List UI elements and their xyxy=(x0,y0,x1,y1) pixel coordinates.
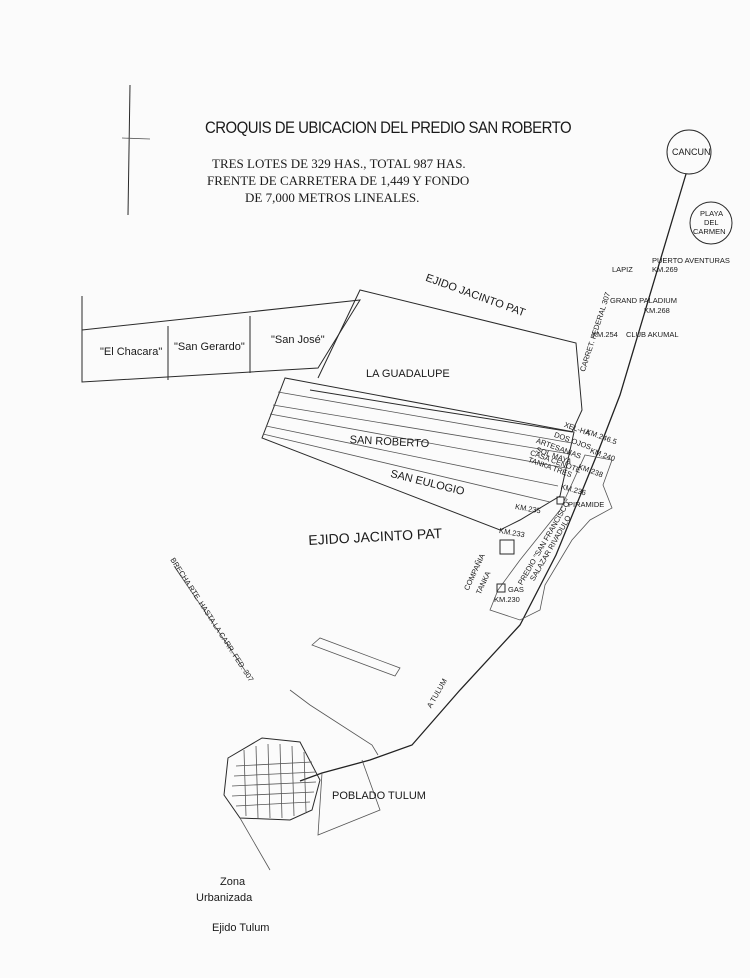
piramide-label: PIRAMIDE xyxy=(568,500,605,509)
side-road xyxy=(173,565,247,673)
federal-highway-307 xyxy=(299,173,687,782)
cancun-circle xyxy=(666,129,712,175)
la-guadalupe-outline xyxy=(309,289,583,433)
north-arrow-line xyxy=(127,84,131,216)
piramide-marker xyxy=(556,496,565,505)
map-title: CROQUIS DE UBICACION DEL PREDIO SAN ROBE… xyxy=(205,118,572,137)
gas-label: GAS xyxy=(508,585,524,594)
ejido-tulum-label: Ejido Tulum xyxy=(212,922,270,934)
description-line-2: FRENTE DE CARRETERA DE 1,449 Y FONDO xyxy=(207,173,470,188)
gas-marker xyxy=(496,583,506,593)
zona-label: Zona xyxy=(220,876,246,888)
southern-boundary xyxy=(289,689,379,756)
band-line-5 xyxy=(262,433,551,503)
el-chacara-label: "El Chacara" xyxy=(100,346,163,358)
playa-circle xyxy=(689,201,733,245)
san-jose-label: "San José" xyxy=(271,334,325,346)
coastal-strip xyxy=(489,454,613,621)
compania-tanka-marker xyxy=(499,539,515,555)
tulum-town-grid xyxy=(231,743,317,819)
band-line-2 xyxy=(272,404,571,455)
km254-label: KM.254 xyxy=(592,330,618,339)
description-line-3: DE 7,000 METROS LINEALES. xyxy=(245,190,420,205)
grand-paladium-label: GRAND PALADIUM xyxy=(610,296,677,305)
playa-label-1: PLAYA xyxy=(700,209,724,218)
road-south xyxy=(239,817,271,871)
bands-outline xyxy=(261,377,575,531)
club-akumal-label: CLUB AKUMAL xyxy=(626,330,679,339)
southern-strip xyxy=(311,637,401,677)
north-arrow-tick xyxy=(121,137,151,140)
tulum-town-outline xyxy=(223,737,321,821)
urbanizada-label: Urbanizada xyxy=(196,892,253,904)
san-gerardo-label: "San Gerardo" xyxy=(174,341,245,353)
cancun-label: CANCUN xyxy=(672,147,711,157)
lapiz-label: LAPIZ xyxy=(612,265,633,274)
band-line-3 xyxy=(269,413,567,469)
band-line-1 xyxy=(277,391,573,444)
la-guadalupe-label: LA GUADALUPE xyxy=(366,368,450,380)
band-line-4 xyxy=(265,425,559,487)
puerto-aventuras-label: PUERTO AVENTURAS xyxy=(652,256,730,265)
western-lots-outline xyxy=(81,296,361,383)
playa-label-2: DEL xyxy=(704,218,719,227)
description-line-1: TRES LOTES DE 329 HAS., TOTAL 987 HAS. xyxy=(212,156,466,171)
playa-label-3: CARMEN xyxy=(693,227,726,236)
poblado-tulum-outline xyxy=(317,759,381,836)
poblado-tulum-label: POBLADO TULUM xyxy=(332,790,426,802)
km269-label: KM.269 xyxy=(652,265,678,274)
km268-label: KM.268 xyxy=(644,306,670,315)
km230-label: KM.230 xyxy=(494,595,520,604)
